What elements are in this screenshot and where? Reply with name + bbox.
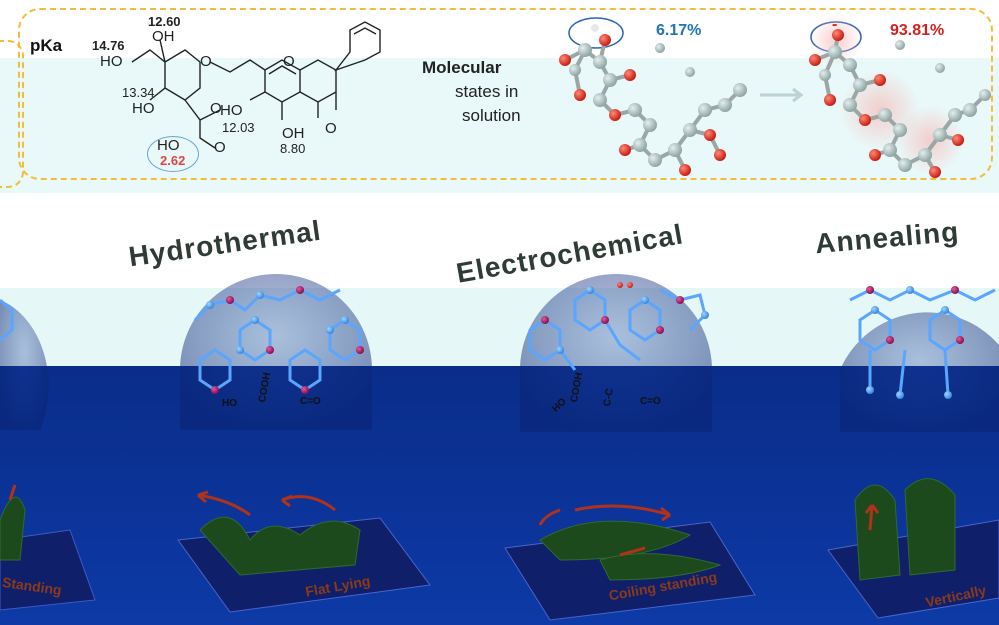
molecule-anion-3d — [809, 14, 991, 178]
neutral-percentage: 6.17% — [656, 22, 702, 39]
equilibrium-arrow — [760, 87, 804, 103]
sheets — [0, 478, 956, 581]
pka-dashed-box — [18, 8, 993, 180]
group-oh-1: OH — [152, 28, 175, 45]
group-o-2: O — [210, 100, 222, 117]
group-label-ho-hydro: HO — [222, 398, 237, 409]
group-ho-1: HO — [100, 53, 123, 70]
molecular-states-line2: states in — [455, 82, 519, 101]
pka-value-6: 2.62 — [160, 153, 186, 168]
group-o-3: O — [214, 139, 226, 156]
group-o-4: O — [325, 120, 337, 137]
carboxyl-highlight — [147, 136, 199, 172]
group-label-co-electro: C=O — [640, 396, 661, 407]
pka-label: pKa — [30, 36, 63, 55]
lower-teal-band — [0, 288, 999, 366]
group-ho-3: HO — [220, 102, 243, 119]
substrates — [0, 517, 999, 621]
cluster-hydrothermal-atoms — [206, 286, 364, 394]
pka-value-4: 12.03 — [222, 120, 255, 135]
neutral-highlight-ellipse — [568, 17, 624, 49]
pka-value-1: 14.76 — [92, 38, 125, 53]
pka-value-2: 12.60 — [148, 14, 181, 29]
left-dashed-stub — [0, 40, 24, 188]
white-band — [0, 193, 999, 288]
molecular-states-line1: Molecular — [422, 58, 502, 77]
group-ho-4: HO — [157, 137, 180, 154]
group-oh-2: OH — [282, 125, 305, 142]
domes — [0, 274, 999, 432]
pka-value-5: 8.80 — [280, 141, 306, 156]
molecular-states-line3: solution — [462, 106, 521, 125]
anion-percentage: 93.81% — [890, 22, 945, 39]
molecule-neutral-3d — [559, 17, 747, 176]
group-o-1: O — [200, 53, 212, 70]
structural-formula — [131, 21, 381, 149]
deep-blue-band — [0, 366, 999, 625]
group-label-co-hydro: C=O — [300, 396, 321, 407]
pka-value-3: 13.34 — [122, 85, 155, 100]
cluster-annealing-atoms — [866, 286, 964, 399]
cluster-left-edge — [0, 298, 14, 342]
group-o-5: O — [283, 53, 295, 70]
group-ho-2: HO — [132, 100, 155, 117]
motion-arrows — [8, 484, 880, 557]
cluster-electrochemical-atoms — [541, 282, 709, 354]
anion-minus-sign: - — [832, 16, 838, 33]
